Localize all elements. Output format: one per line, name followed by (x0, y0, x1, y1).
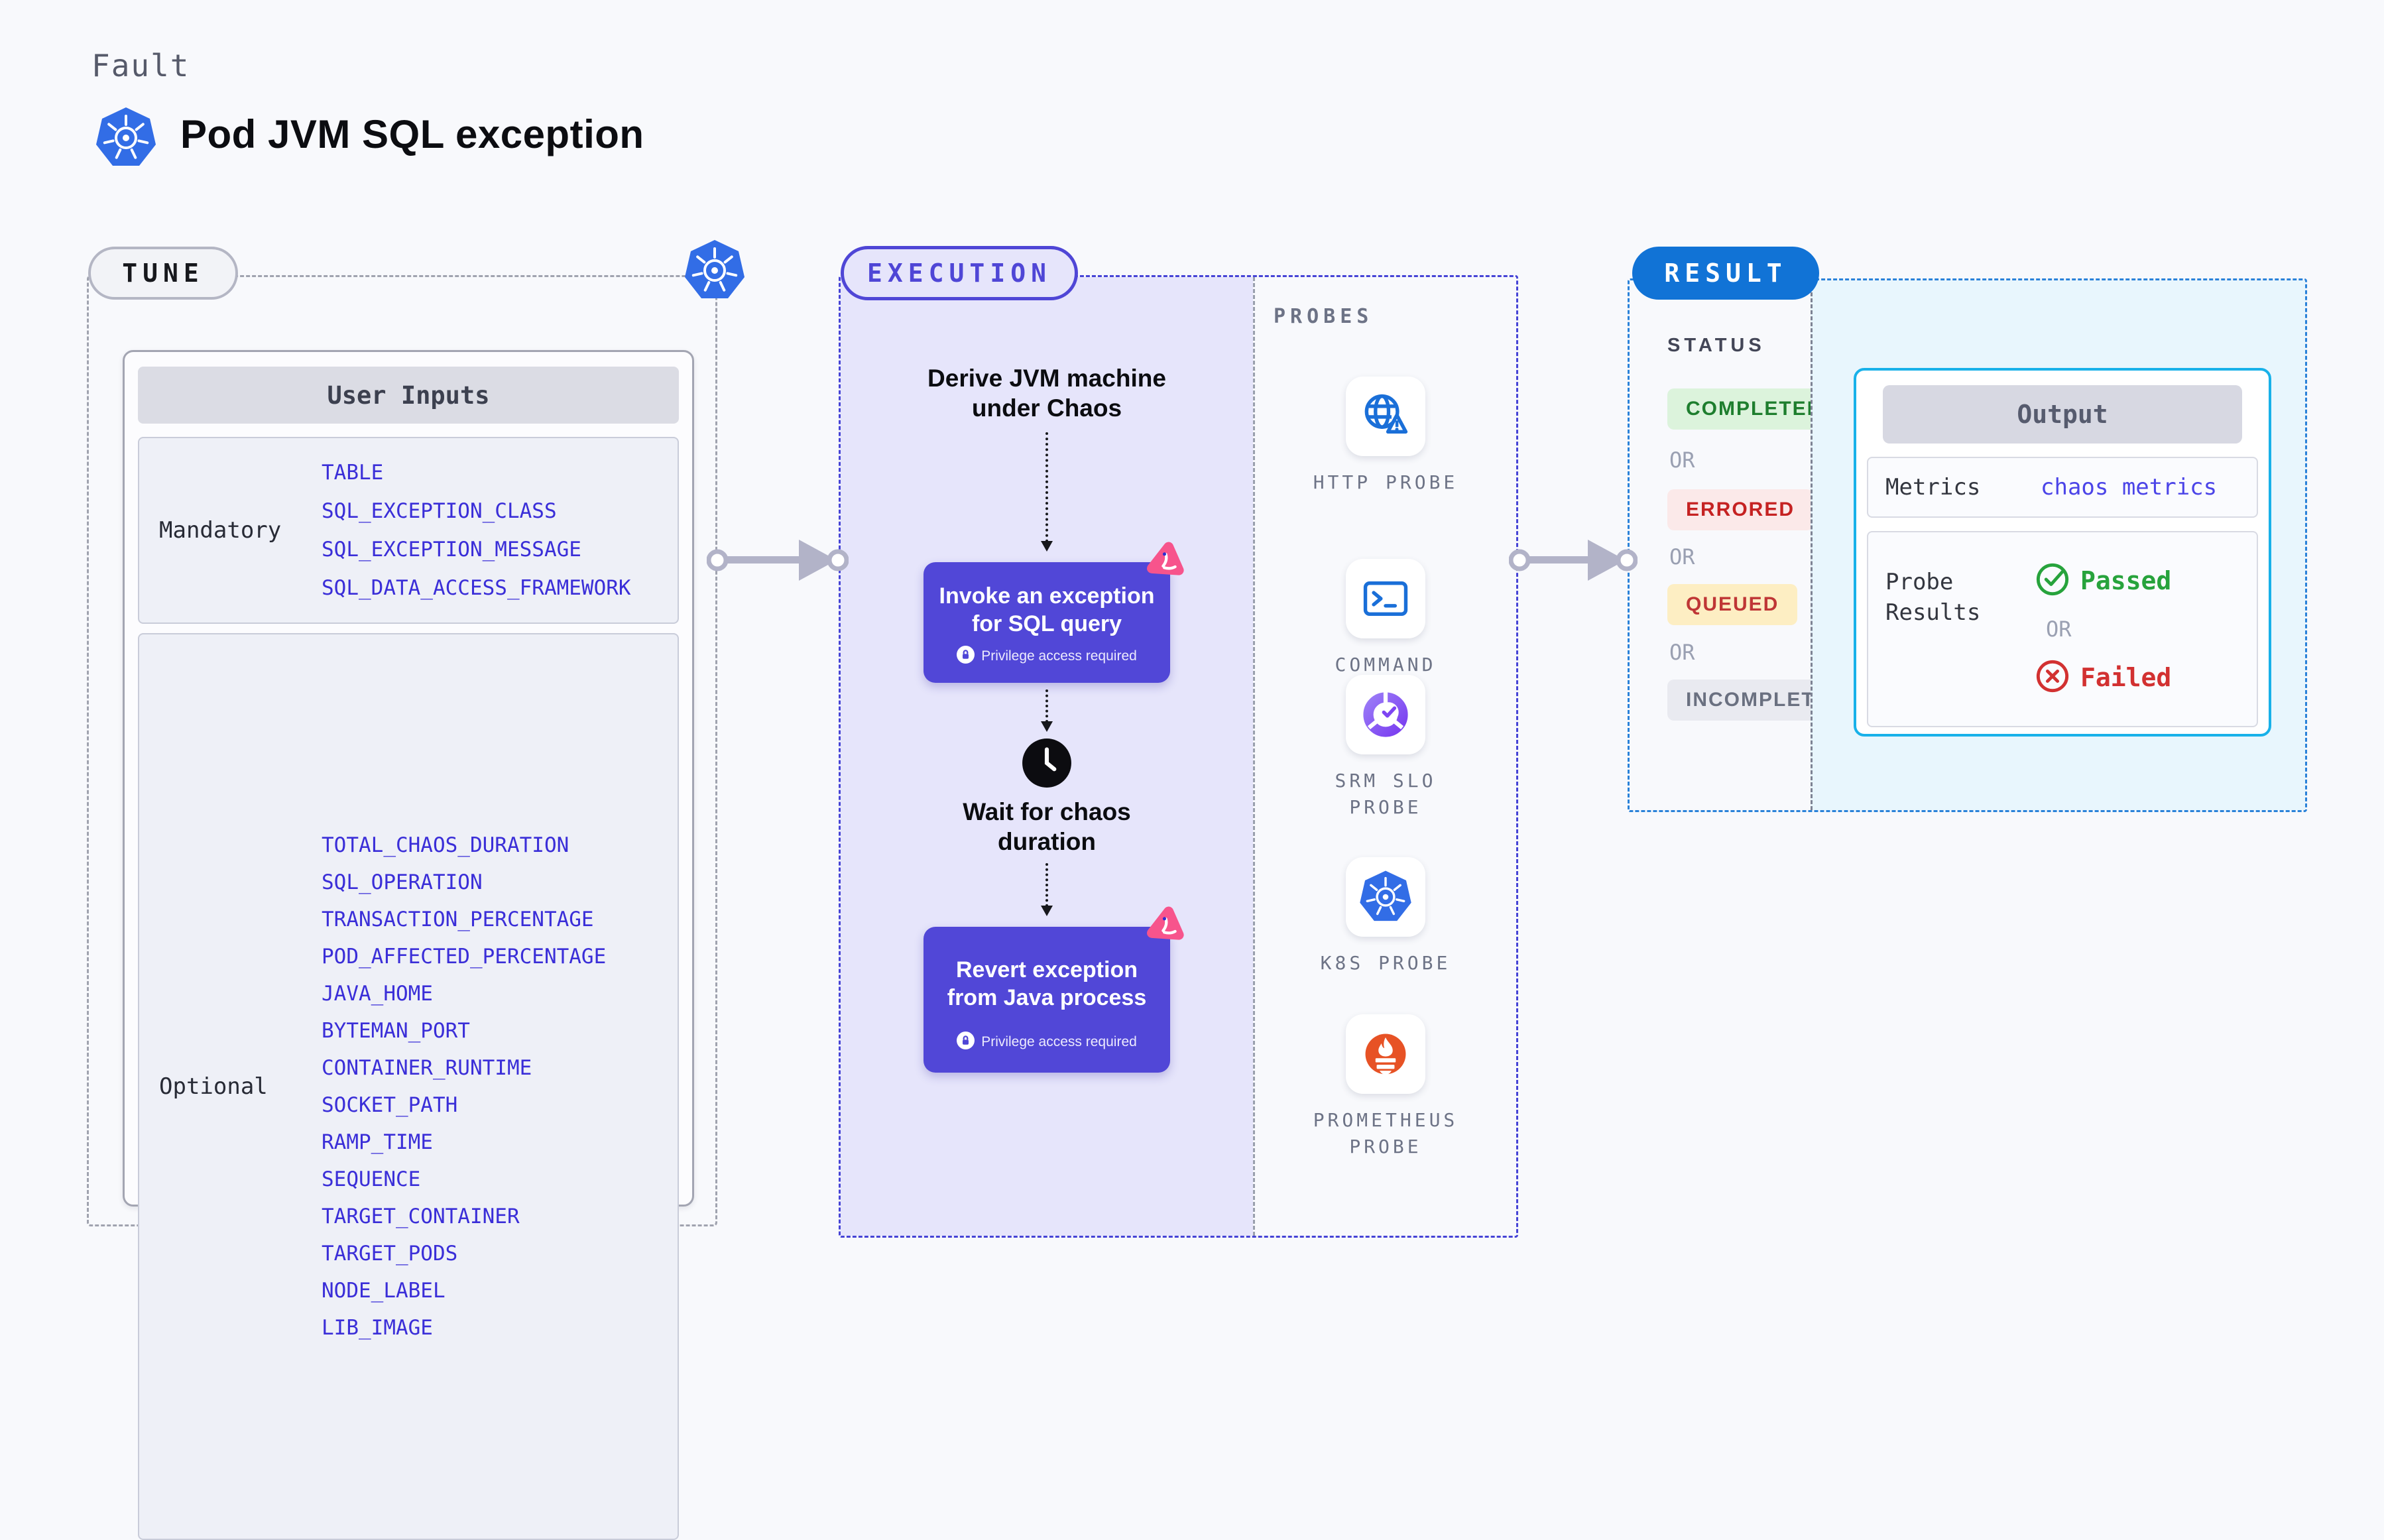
output-header: Output (1883, 385, 2242, 444)
lock-icon (957, 1032, 975, 1053)
param-item: SEQUENCE (322, 1167, 421, 1191)
execution-section: Derive JVM machine under Chaos Invoke an… (839, 275, 1518, 1238)
invoke-exception-step: Invoke an exception for SQL query Privil… (924, 542, 1184, 683)
param-item: SOCKET_PATH (322, 1093, 458, 1117)
fault-eyebrow: Fault (91, 48, 190, 84)
optional-params: TOTAL_CHAOS_DURATION SQL_OPERATION TRANS… (322, 634, 606, 1539)
probes-panel: PROBES HTTP PROBE (1253, 277, 1516, 1236)
passed-result: Passed (2035, 562, 2171, 599)
param-item: BYTEMAN_PORT (322, 1019, 470, 1043)
metrics-value: chaos metrics (2041, 474, 2218, 501)
kubernetes-icon (682, 236, 748, 305)
probes-label: PROBES (1274, 305, 1374, 328)
wait-step-text: Wait for chaos duration (963, 798, 1131, 855)
revert-step-title: Revert exception from Java process (947, 957, 1147, 1010)
slo-donut-icon (1346, 675, 1425, 754)
user-inputs-table: User Inputs Mandatory TABLE SQL_EXCEPTIO… (123, 350, 694, 1540)
probe-prometheus: PROMETHEUS PROBE (1255, 1014, 1516, 1160)
kubernetes-icon (1346, 857, 1425, 937)
kubernetes-icon (93, 103, 159, 172)
probe-name: PROMETHEUS PROBE (1313, 1109, 1459, 1157)
execution-pill: EXECUTION (841, 246, 1078, 300)
chaos-icon (1142, 536, 1191, 585)
or-label: OR (2046, 617, 2072, 642)
lock-icon (957, 646, 975, 667)
execution-flow: Derive JVM machine under Chaos Invoke an… (841, 363, 1253, 1073)
param-item: TABLE (322, 461, 384, 485)
param-item: LIB_IMAGE (322, 1316, 433, 1340)
metrics-row: Metrics chaos metrics (1867, 457, 2258, 518)
clock-icon (1021, 737, 1073, 789)
param-item: JAVA_HOME (322, 982, 433, 1006)
optional-group: Optional TOTAL_CHAOS_DURATION SQL_OPERAT… (138, 633, 679, 1540)
param-item: NODE_LABEL (322, 1279, 446, 1303)
status-label: STATUS (1667, 335, 1765, 356)
param-item: TRANSACTION_PERCENTAGE (322, 908, 594, 931)
x-circle-icon (2035, 659, 2070, 696)
mandatory-group: Mandatory TABLE SQL_EXCEPTION_CLASS SQL_… (138, 437, 679, 624)
probe-name: K8S PROBE (1320, 952, 1451, 974)
page-title: Pod JVM SQL exception (180, 112, 644, 156)
param-item: TOTAL_CHAOS_DURATION (322, 833, 569, 857)
param-item: TARGET_PODS (322, 1242, 458, 1266)
down-arrow-icon (1041, 863, 1053, 916)
tune-pill: TUNE (88, 247, 238, 300)
output-card: Output Metrics chaos metrics Probe Resul… (1854, 368, 2271, 737)
revert-exception-step: Revert exception from Java process Privi… (924, 906, 1184, 1073)
param-item: SQL_EXCEPTION_CLASS (322, 499, 557, 523)
invoke-step-title: Invoke an exception for SQL query (939, 583, 1155, 636)
output-panel: Output Metrics chaos metrics Probe Resul… (1811, 280, 2305, 810)
param-item: SQL_EXCEPTION_MESSAGE (322, 538, 581, 562)
passed-label: Passed (2080, 566, 2172, 595)
result-pill: RESULT (1632, 247, 1819, 300)
derive-step-text: Derive JVM machine under Chaos (927, 365, 1166, 422)
terminal-icon (1346, 559, 1425, 638)
user-inputs-header: User Inputs (138, 367, 679, 424)
down-arrow-icon (1041, 689, 1053, 732)
param-item: RAMP_TIME (322, 1130, 433, 1154)
probe-results-row: Probe Results Passed OR (1867, 531, 2258, 727)
tune-to-execution-arrow (707, 540, 849, 581)
execution-to-result-arrow (1509, 540, 1638, 581)
status-badge-queued: QUEUED (1667, 584, 1798, 625)
result-section: STATUS COMPLETED OR ERRORED OR QUEUED OR… (1628, 278, 2307, 812)
probe-srm-slo: SRM SLO PROBE (1255, 675, 1516, 821)
prometheus-icon (1346, 1014, 1425, 1094)
param-item: CONTAINER_RUNTIME (322, 1056, 532, 1080)
down-arrow-icon (1041, 432, 1053, 552)
failed-result: Failed (2035, 659, 2171, 696)
status-badge-errored: ERRORED (1667, 489, 1814, 530)
param-item: POD_AFFECTED_PERCENTAGE (322, 945, 607, 969)
privilege-badge: Privilege access required (981, 648, 1137, 664)
mandatory-params: TABLE SQL_EXCEPTION_CLASS SQL_EXCEPTION_… (322, 438, 631, 622)
or-label: OR (1669, 640, 1695, 665)
or-label: OR (1669, 544, 1695, 569)
mandatory-label: Mandatory (159, 517, 282, 544)
probe-name: HTTP PROBE (1313, 471, 1459, 493)
metrics-label: Metrics (1885, 474, 1981, 501)
chaos-icon (1142, 901, 1191, 950)
probe-results-label: Probe Results (1885, 569, 1981, 626)
optional-label: Optional (159, 1073, 268, 1100)
privilege-badge: Privilege access required (981, 1034, 1137, 1049)
probe-k8s: K8S PROBE (1255, 857, 1516, 977)
param-item: SQL_DATA_ACCESS_FRAMEWORK (322, 576, 631, 600)
param-item: TARGET_CONTAINER (322, 1205, 520, 1228)
failed-label: Failed (2080, 663, 2172, 692)
or-label: OR (1669, 447, 1695, 473)
check-circle-icon (2035, 562, 2070, 599)
param-item: SQL_OPERATION (322, 870, 483, 894)
probe-name: SRM SLO PROBE (1335, 770, 1437, 818)
probe-http: HTTP PROBE (1255, 377, 1516, 496)
globe-alert-icon (1346, 377, 1425, 456)
